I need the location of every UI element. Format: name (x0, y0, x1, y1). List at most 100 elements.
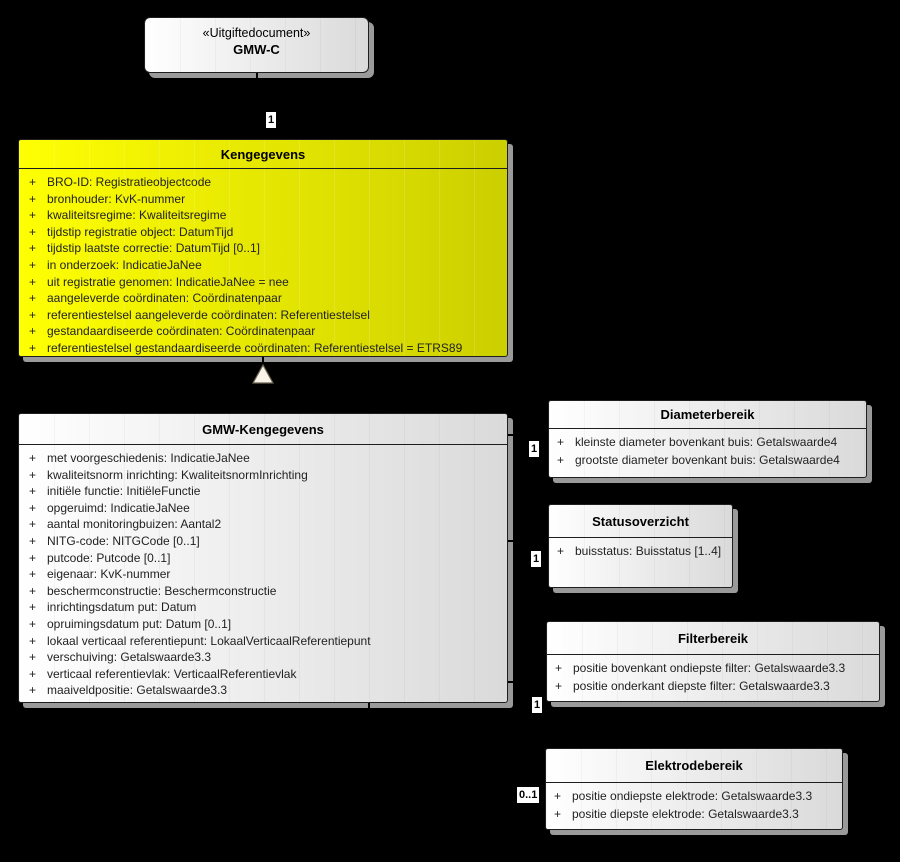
attribute-row: + aantal monitoringbuizen: Aantal2 (19, 516, 507, 533)
connector-to-statusoverzicht (502, 540, 552, 542)
attribute-text: lokaal verticaal referentiepunt: LokaalV… (47, 633, 371, 648)
visibility-symbol: + (29, 550, 37, 565)
attribute-row: + verticaal referentievlak: VerticaalRef… (19, 666, 507, 683)
attribute-text: in onderzoek: IndicatieJaNee (47, 257, 202, 272)
attribute-text: initiële functie: InitiëleFunctie (47, 484, 201, 499)
attribute-text: positie bovenkant ondiepste filter: Geta… (573, 661, 846, 675)
class-title: GMW-Kengegevens (19, 414, 507, 445)
attribute-row: + bronhouder: KvK-nummer (19, 191, 507, 208)
visibility-symbol: + (557, 435, 565, 449)
connector-generalization-lower (262, 382, 264, 415)
attribute-text: verticaal referentievlak: VerticaalRefer… (47, 666, 297, 681)
visibility-symbol: + (29, 683, 37, 698)
attribute-text: eigenaar: KvK-nummer (47, 567, 171, 582)
attribute-text: opruimingsdatum put: Datum [0..1] (47, 616, 232, 631)
attribute-row: + beschermconstructie: Beschermconstruct… (19, 583, 507, 600)
visibility-symbol: + (29, 274, 37, 289)
attribute-row: + tijdstip laatste correctie: DatumTijd … (19, 240, 507, 257)
connector-gmwc-kengegevens (256, 66, 258, 142)
visibility-symbol: + (29, 241, 37, 256)
visibility-symbol: + (29, 257, 37, 272)
attribute-row: + verschuiving: Getalswaarde3.3 (19, 649, 507, 666)
attribute-text: kleinste diameter bovenkant buis: Getals… (575, 435, 838, 449)
class-filterbereik[interactable]: Filterbereik + positie bovenkant ondieps… (546, 621, 880, 702)
attribute-row: + initiële functie: InitiëleFunctie (19, 483, 507, 500)
attribute-text: NITG-code: NITGCode [0..1] (47, 533, 200, 548)
attribute-row: + positie diepste elektrode: Getalswaard… (546, 806, 842, 824)
visibility-symbol: + (29, 191, 37, 206)
object-name: GMW-C (233, 42, 280, 57)
attribute-row: + met voorgeschiedenis: IndicatieJaNee (19, 450, 507, 467)
visibility-symbol: + (29, 666, 37, 681)
visibility-symbol: + (29, 600, 37, 615)
attribute-row: + kleinste diameter bovenkant buis: Geta… (549, 434, 866, 452)
attribute-text: opgeruimd: IndicatieJaNee (47, 500, 190, 515)
visibility-symbol: + (29, 307, 37, 322)
stereotype-label: «Uitgiftedocument» (202, 26, 311, 40)
attribute-text: tijdstip registratie object: DatumTijd (47, 224, 234, 239)
connector-generalization-upper (262, 350, 264, 367)
attribute-row: + eigenaar: KvK-nummer (19, 566, 507, 583)
attribute-row: + uit registratie genomen: IndicatieJaNe… (19, 274, 507, 291)
attribute-row: + BRO-ID: Registratieobjectcode (19, 174, 507, 191)
object-gmw-c[interactable]: «Uitgiftedocument» GMW-C (144, 17, 369, 73)
class-gmw-kengegevens[interactable]: GMW-Kengegevens + met voorgeschiedenis: … (18, 413, 508, 703)
multiplicity-label: 1 (266, 112, 277, 128)
attribute-row: + opruimingsdatum put: Datum [0..1] (19, 616, 507, 633)
class-elektrodebereik[interactable]: Elektrodebereik + positie ondiepste elek… (545, 748, 843, 830)
visibility-symbol: + (29, 224, 37, 239)
multiplicity-label: 0..1 (517, 787, 540, 803)
attribute-list: + positie bovenkant ondiepste filter: Ge… (547, 655, 879, 695)
visibility-symbol: + (29, 533, 37, 548)
visibility-symbol: + (29, 583, 37, 598)
attribute-row: + opgeruimd: IndicatieJaNee (19, 500, 507, 517)
attribute-text: buisstatus: Buisstatus [1..4] (575, 544, 722, 558)
attribute-row: + aangeleverde coördinaten: Coördinatenp… (19, 290, 507, 307)
connector-to-filterbereik (502, 681, 550, 683)
class-kengegevens[interactable]: Kengegevens + BRO-ID: Registratieobjectc… (18, 139, 508, 357)
attribute-row: + kwaliteitsregime: Kwaliteitsregime (19, 207, 507, 224)
visibility-symbol: + (29, 451, 37, 465)
attribute-list: + positie ondiepste elektrode: Getalswaa… (546, 783, 842, 823)
attribute-row: + maaiveldpositie: Getalswaarde3.3 (19, 682, 507, 699)
attribute-list: + buisstatus: Buisstatus [1..4] (549, 538, 732, 561)
visibility-symbol: + (29, 633, 37, 648)
attribute-text: kwaliteitsnorm inrichting: Kwaliteitsnor… (47, 467, 308, 482)
multiplicity-label: 1 (532, 697, 543, 713)
attribute-text: positie onderkant diepste filter: Getals… (573, 678, 830, 693)
attribute-text: positie ondiepste elektrode: Getalswaard… (572, 789, 813, 803)
attribute-text: referentiestelsel aangeleverde coördinat… (47, 307, 370, 322)
visibility-symbol: + (29, 500, 37, 515)
attribute-text: uit registratie genomen: IndicatieJaNee … (47, 274, 289, 289)
attribute-row: + inrichtingsdatum put: Datum (19, 599, 507, 616)
visibility-symbol: + (554, 806, 562, 821)
attribute-row: + tijdstip registratie object: DatumTijd (19, 224, 507, 241)
multiplicity-label: 1 (531, 551, 542, 567)
visibility-symbol: + (29, 517, 37, 532)
class-statusoverzicht[interactable]: Statusoverzicht + buisstatus: Buisstatus… (548, 504, 733, 588)
class-title: Kengegevens (19, 140, 507, 169)
class-title: Diameterbereik (549, 401, 866, 429)
generalization-triangle-icon (251, 364, 275, 384)
connector-to-diameterbereik (502, 434, 552, 436)
visibility-symbol: + (29, 650, 37, 665)
visibility-symbol: + (555, 678, 563, 693)
visibility-symbol: + (29, 616, 37, 631)
attribute-text: aangeleverde coördinaten: Coördinatenpaa… (47, 291, 282, 306)
attribute-text: BRO-ID: Registratieobjectcode (47, 175, 212, 189)
attribute-row: + lokaal verticaal referentiepunt: Lokaa… (19, 633, 507, 650)
visibility-symbol: + (29, 324, 37, 339)
attribute-row: + referentiestelsel aangeleverde coördin… (19, 307, 507, 324)
attribute-list: + BRO-ID: Registratieobjectcode + bronho… (19, 169, 507, 357)
visibility-symbol: + (29, 291, 37, 306)
attribute-row: + positie ondiepste elektrode: Getalswaa… (546, 788, 842, 806)
visibility-symbol: + (29, 340, 37, 355)
visibility-symbol: + (29, 208, 37, 223)
attribute-text: maaiveldpositie: Getalswaarde3.3 (47, 683, 228, 698)
attribute-text: bronhouder: KvK-nummer (47, 191, 186, 206)
visibility-symbol: + (554, 789, 562, 803)
class-title: Statusoverzicht (549, 505, 732, 538)
class-diameterbereik[interactable]: Diameterbereik + kleinste diameter boven… (548, 400, 867, 478)
connector-to-elektrodebereik-vertical (368, 700, 370, 795)
